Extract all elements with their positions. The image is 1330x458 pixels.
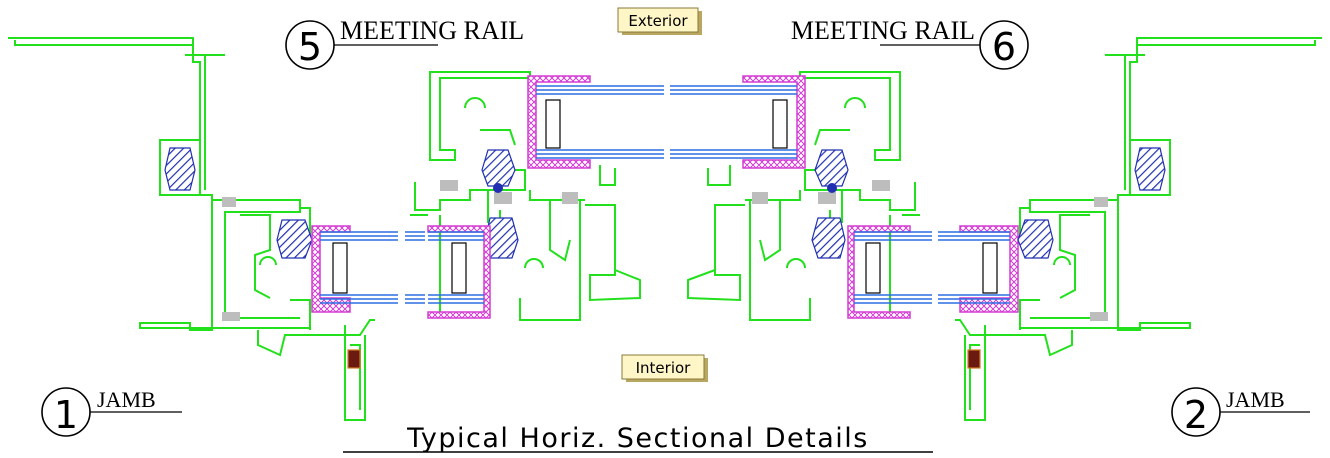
drawing-title: Typical Horiz. Sectional Details — [406, 423, 869, 454]
left-lower-igu — [311, 225, 425, 313]
detail-5-name: MEETING RAIL — [340, 16, 524, 45]
detail-5-number: 5 — [298, 25, 322, 69]
left-meeting-rail-assembly — [410, 71, 641, 321]
right-meeting-rail-assembly — [687, 71, 920, 321]
detail-1-number: 1 — [54, 393, 78, 437]
right-rail-lower-igu — [847, 225, 932, 319]
exterior-tag: Exterior — [617, 7, 702, 35]
detail-1-callout: 1 JAMB — [41, 387, 182, 437]
left-jamb-assembly — [8, 37, 375, 421]
exterior-label: Exterior — [628, 12, 688, 30]
right-upper-igu — [670, 75, 806, 169]
drawing-title-group: Typical Horiz. Sectional Details — [343, 423, 933, 454]
detail-5-callout: 5 MEETING RAIL — [285, 16, 524, 70]
detail-6-name: MEETING RAIL — [791, 16, 975, 45]
right-lower-igu — [938, 225, 1019, 313]
detail-2-number: 2 — [1184, 393, 1208, 437]
detail-1-name: JAMB — [97, 387, 156, 412]
detail-6-number: 6 — [992, 25, 1016, 69]
right-jamb-assembly — [955, 37, 1322, 421]
left-rail-lower-igu — [427, 225, 491, 319]
interior-tag: Interior — [621, 354, 708, 382]
detail-2-callout: 2 JAMB — [1171, 387, 1310, 437]
interior-label: Interior — [636, 359, 692, 377]
detail-2-name: JAMB — [1226, 387, 1285, 412]
detail-6-callout: 6 MEETING RAIL — [791, 16, 1029, 70]
left-upper-igu — [527, 75, 664, 169]
